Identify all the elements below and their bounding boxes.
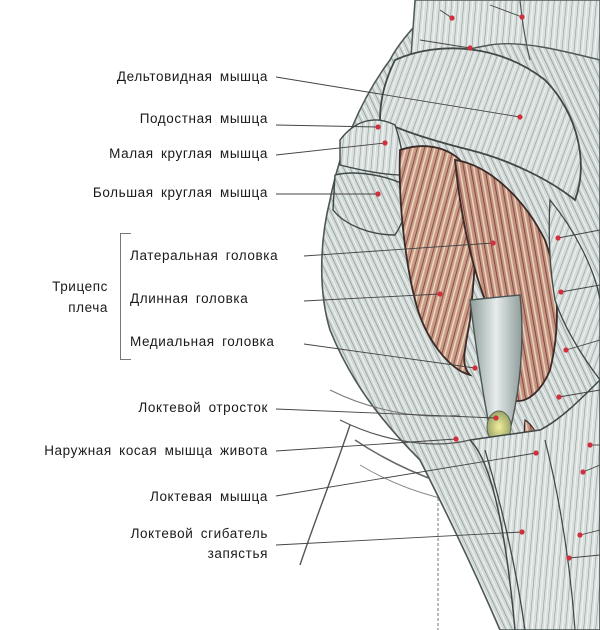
label-medial-head: Медиальная головка: [130, 334, 275, 349]
group-label-triceps: Трицепс плеча: [52, 276, 108, 318]
label-infraspinatus: Подостная мышца: [139, 111, 268, 126]
triceps-bracket: [120, 233, 131, 360]
leader-lines: [275, 4, 600, 559]
label-teres-major: Большая круглая мышца: [92, 185, 268, 200]
label-flexor-carpi-ulnaris-line2: запястья: [207, 546, 268, 561]
label-olecranon: Локтевой отросток: [138, 400, 268, 415]
label-anconeus: Локтевая мышца: [149, 489, 268, 504]
label-deltoid: Дельтовидная мышца: [116, 69, 268, 84]
label-long-head: Длинная головка: [130, 291, 249, 306]
label-teres-minor: Малая круглая мышца: [109, 146, 268, 161]
marker-dots: [375, 14, 593, 561]
label-flexor-carpi-ulnaris-line1: Локтевой сгибатель: [130, 526, 268, 541]
group-label-line1: Трицепс: [52, 279, 108, 294]
label-lateral-head: Латеральная головка: [130, 248, 279, 263]
group-label-line2: плеча: [68, 300, 108, 315]
label-external-oblique: Наружная косая мышца живота: [44, 443, 268, 458]
